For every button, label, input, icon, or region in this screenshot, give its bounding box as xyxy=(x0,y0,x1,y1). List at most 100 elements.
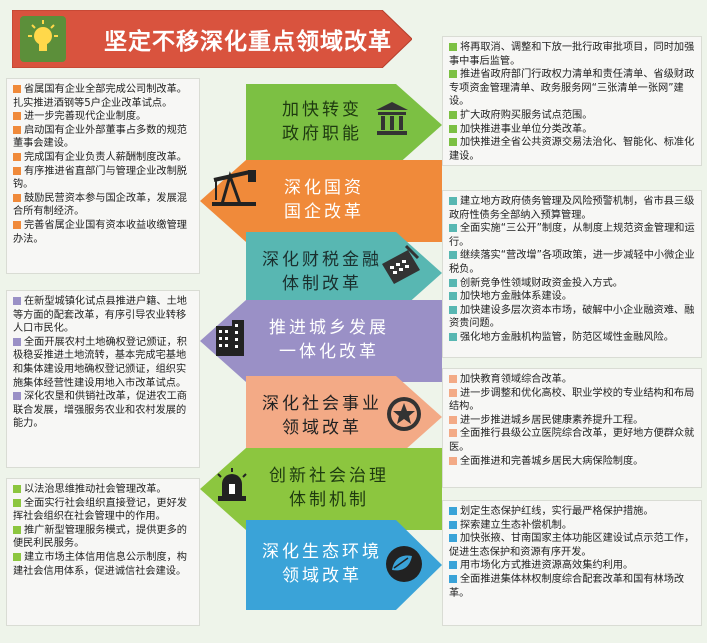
city-buildings-icon xyxy=(212,318,248,358)
arrow-urban-title: 推进城乡发展 一体化改革 xyxy=(269,318,389,362)
bullet-text: 扩大政府购买服务试点范围。 xyxy=(460,109,593,121)
square-bullet-icon xyxy=(449,110,457,119)
bullet-text: 以法治思维推动社会管理改革。 xyxy=(24,484,167,495)
bullet-item: 完成国有企业负责人薪酬制度改革。 xyxy=(13,151,193,165)
bullet-item: 进一步推进城乡居民健康素养提升工程。 xyxy=(449,414,695,428)
square-bullet-icon xyxy=(449,197,457,205)
bullet-item: 建立市场主体信用信息公示制度，构建社会信用体系，促进诚信社会建设。 xyxy=(13,551,193,578)
arrow-gov-social-title: 创新社会治理 体制机制 xyxy=(269,466,389,510)
bullet-text: 深化农垦和供销社改革，促进农工商联合发展，增强服务农业和农村发展的能力。 xyxy=(13,391,187,430)
square-bullet-icon xyxy=(449,388,457,397)
square-bullet-icon xyxy=(449,224,457,233)
bullet-text: 加快教育领域综合改革。 xyxy=(460,374,573,385)
bullet-text: 将再取消、调整和下放一批行政审批项目，同时加强事中事后监管。 xyxy=(449,42,695,67)
arrow-eco-title: 深化生态环境 领域改革 xyxy=(262,542,382,586)
square-bullet-icon xyxy=(449,375,457,383)
square-bullet-icon xyxy=(449,429,457,438)
bullet-item: 加快推进事业单位分类改革。 xyxy=(449,123,695,137)
star-badge-icon xyxy=(384,394,424,434)
bullet-item: 有序推进省直部门与管理企业改制脱钩。 xyxy=(13,165,193,192)
bullet-item: 完善省属企业国有资本收益收缴管理办法。 xyxy=(13,219,193,246)
lightbulb-icon xyxy=(20,16,66,62)
square-bullet-icon xyxy=(449,507,457,515)
square-bullet-icon xyxy=(13,297,21,305)
square-bullet-icon xyxy=(449,415,457,424)
bullet-text: 完成国有企业负责人薪酬制度改革。 xyxy=(24,151,187,163)
bullet-item: 将再取消、调整和下放一批行政审批项目，同时加强事中事后监管。 xyxy=(449,41,695,68)
bullet-text: 鼓励民营资本参与国企改革，发展混合所有制经济。 xyxy=(13,192,187,218)
bullet-text: 加快推进事业单位分类改革。 xyxy=(460,123,593,135)
bullet-item: 全面实行社会组织直接登记，更好发挥社会组织在社会管理中的作用。 xyxy=(13,497,193,524)
square-bullet-icon xyxy=(13,85,21,93)
section-gov-text: 将再取消、调整和下放一批行政审批项目，同时加强事中事后监管。推进省政府部门行政权… xyxy=(442,36,702,166)
bullet-item: 进一步完善现代企业制度。 xyxy=(13,110,193,124)
square-bullet-icon xyxy=(13,337,21,346)
square-bullet-icon xyxy=(449,70,457,79)
square-bullet-icon xyxy=(13,193,21,202)
square-bullet-icon xyxy=(449,43,457,51)
bullet-text: 全面开展农村土地确权登记颁证，积极稳妥推进土地流转，基本完成宅基地和集体建设用地… xyxy=(13,336,187,389)
bullet-item: 加快张掖、甘南国家主体功能区建设试点示范工作，促进生态保护和资源有序开发。 xyxy=(449,532,695,559)
bullet-text: 建立市场主体信用信息公示制度，构建社会信用体系，促进诚信社会建设。 xyxy=(13,551,187,577)
arrow-eco: 深化生态环境 领域改革 xyxy=(246,520,442,610)
bullet-text: 进一步调整和优化高校、职业学校的专业结构和布局结构。 xyxy=(449,387,695,413)
bullet-item: 创新竞争性领域财政资金投入方式。 xyxy=(449,277,695,291)
bullet-item: 全面推进和完善城乡居民大病保险制度。 xyxy=(449,455,695,469)
bullet-item: 启动国有企业外部董事占多数的规范董事会建设。 xyxy=(13,124,193,151)
bullet-text: 推进省政府部门行政权力清单和责任清单、省级财政专项资金管理清单、政务服务网“三张… xyxy=(449,69,695,108)
square-bullet-icon xyxy=(13,152,21,161)
square-bullet-icon xyxy=(449,534,457,543)
bullet-item: 用市场化方式推进资源高效集约利用。 xyxy=(449,559,695,573)
arrow-urban: 推进城乡发展 一体化改革 xyxy=(200,300,442,382)
bullet-text: 全面推进集体林权制度综合配套改革和国有林场改革。 xyxy=(449,573,685,599)
bullet-text: 加快建设多层次资本市场，破解中小企业融资难、融资贵问题。 xyxy=(449,304,695,330)
section-urban-text: 在新型城镇化试点县推进户籍、土地等方面的配套改革，有序引导农业转移人口市民化。全… xyxy=(6,290,200,468)
bullet-item: 以法治思维推动社会管理改革。 xyxy=(13,483,193,497)
arrow-gov-social: 创新社会治理 体制机制 xyxy=(200,448,442,530)
square-bullet-icon xyxy=(449,561,457,570)
section-eco-text: 划定生态保护红线，实行最严格保护措施。探索建立生态补偿机制。加快张掖、甘南国家主… xyxy=(442,500,702,626)
banner-shape xyxy=(12,10,412,68)
square-bullet-icon xyxy=(13,525,21,534)
bullet-text: 省属国有企业全部完成公司制改革。扎实推进酒钢等5户企业改革试点。 xyxy=(13,84,187,109)
bullet-item: 深化农垦和供销社改革，促进农工商联合发展，增强服务农业和农村发展的能力。 xyxy=(13,390,193,431)
arrow-social-title: 深化社会事业 领域改革 xyxy=(262,394,382,438)
bullet-item: 探索建立生态补偿机制。 xyxy=(449,519,695,533)
bullet-text: 加快推进全省公共资源交易法治化、智能化、标准化建设。 xyxy=(449,137,695,162)
square-bullet-icon xyxy=(13,498,21,507)
bullet-item: 加快地方金融体系建设。 xyxy=(449,290,695,304)
bullet-text: 建立地方政府债务管理及风险预警机制，省市县三级政府性债务全部纳入预算管理。 xyxy=(449,196,695,221)
bullet-item: 在新型城镇化试点县推进户籍、土地等方面的配套改革，有序引导农业转移人口市民化。 xyxy=(13,295,193,336)
arrow-social: 深化社会事业 领域改革 xyxy=(246,376,442,458)
arrow-gov-title: 加快转变 政府职能 xyxy=(282,100,362,144)
leaves-icon xyxy=(382,544,426,584)
bullet-item: 推进省政府部门行政权力清单和责任清单、省级财政专项资金管理清单、政务服务网“三张… xyxy=(449,68,695,109)
bullet-text: 全面推进和完善城乡居民大病保险制度。 xyxy=(460,455,644,467)
siren-icon xyxy=(212,466,252,506)
bullet-text: 全面实行社会组织直接登记，更好发挥社会组织在社会管理中的作用。 xyxy=(13,497,187,523)
arrow-soe: 深化国资 国企改革 xyxy=(200,160,442,242)
bullet-text: 进一步完善现代企业制度。 xyxy=(24,111,147,123)
section-social-text: 加快教育领域综合改革。进一步调整和优化高校、职业学校的专业结构和布局结构。进一步… xyxy=(442,368,702,488)
bullet-item: 加快建设多层次资本市场，破解中小企业融资难、融资贵问题。 xyxy=(449,304,695,331)
bullet-item: 推广新型管理服务模式，提供更多的便民利民服务。 xyxy=(13,524,193,551)
square-bullet-icon xyxy=(449,305,457,314)
square-bullet-icon xyxy=(13,125,21,134)
bullet-item: 建立地方政府债务管理及风险预警机制，省市县三级政府性债务全部纳入预算管理。 xyxy=(449,195,695,222)
bullet-item: 全面实施“三公开”制度，从制度上规范资金管理和运行。 xyxy=(449,222,695,249)
square-bullet-icon xyxy=(13,392,21,401)
bullet-text: 继续落实“营改增”各项政策，进一步减轻中小微企业税负。 xyxy=(449,250,695,275)
square-bullet-icon xyxy=(13,485,21,493)
banner: 坚定不移深化重点领域改革 xyxy=(12,10,412,68)
arrow-gov: 加快转变 政府职能 xyxy=(246,84,442,166)
arrow-soe-title: 深化国资 国企改革 xyxy=(284,178,364,222)
square-bullet-icon xyxy=(449,520,457,529)
bullet-text: 启动国有企业外部董事占多数的规范董事会建设。 xyxy=(13,124,187,150)
bullet-item: 鼓励民营资本参与国企改革，发展混合所有制经济。 xyxy=(13,192,193,219)
bullet-text: 强化地方金融机构监管，防范区域性金融风险。 xyxy=(460,331,674,343)
square-bullet-icon xyxy=(13,166,21,175)
square-bullet-icon xyxy=(13,112,21,121)
bullet-text: 创新竞争性领域财政资金投入方式。 xyxy=(460,277,623,289)
bullet-item: 加快教育领域综合改革。 xyxy=(449,373,695,387)
bullet-text: 有序推进省直部门与管理企业改制脱钩。 xyxy=(13,165,187,191)
